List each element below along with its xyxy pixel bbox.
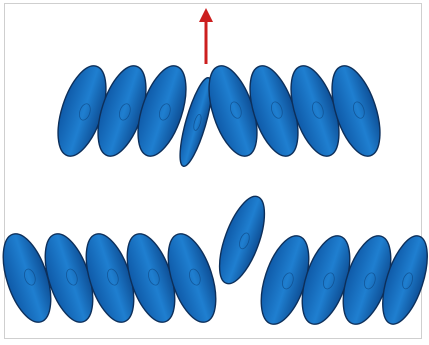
top-row-ellipses — [48, 60, 389, 169]
up-arrow-icon — [199, 8, 213, 64]
ellipse-b6 — [210, 191, 273, 289]
bottom-row-ellipses — [0, 191, 429, 330]
arrow-head — [199, 8, 213, 22]
ellipse-body — [210, 191, 273, 289]
